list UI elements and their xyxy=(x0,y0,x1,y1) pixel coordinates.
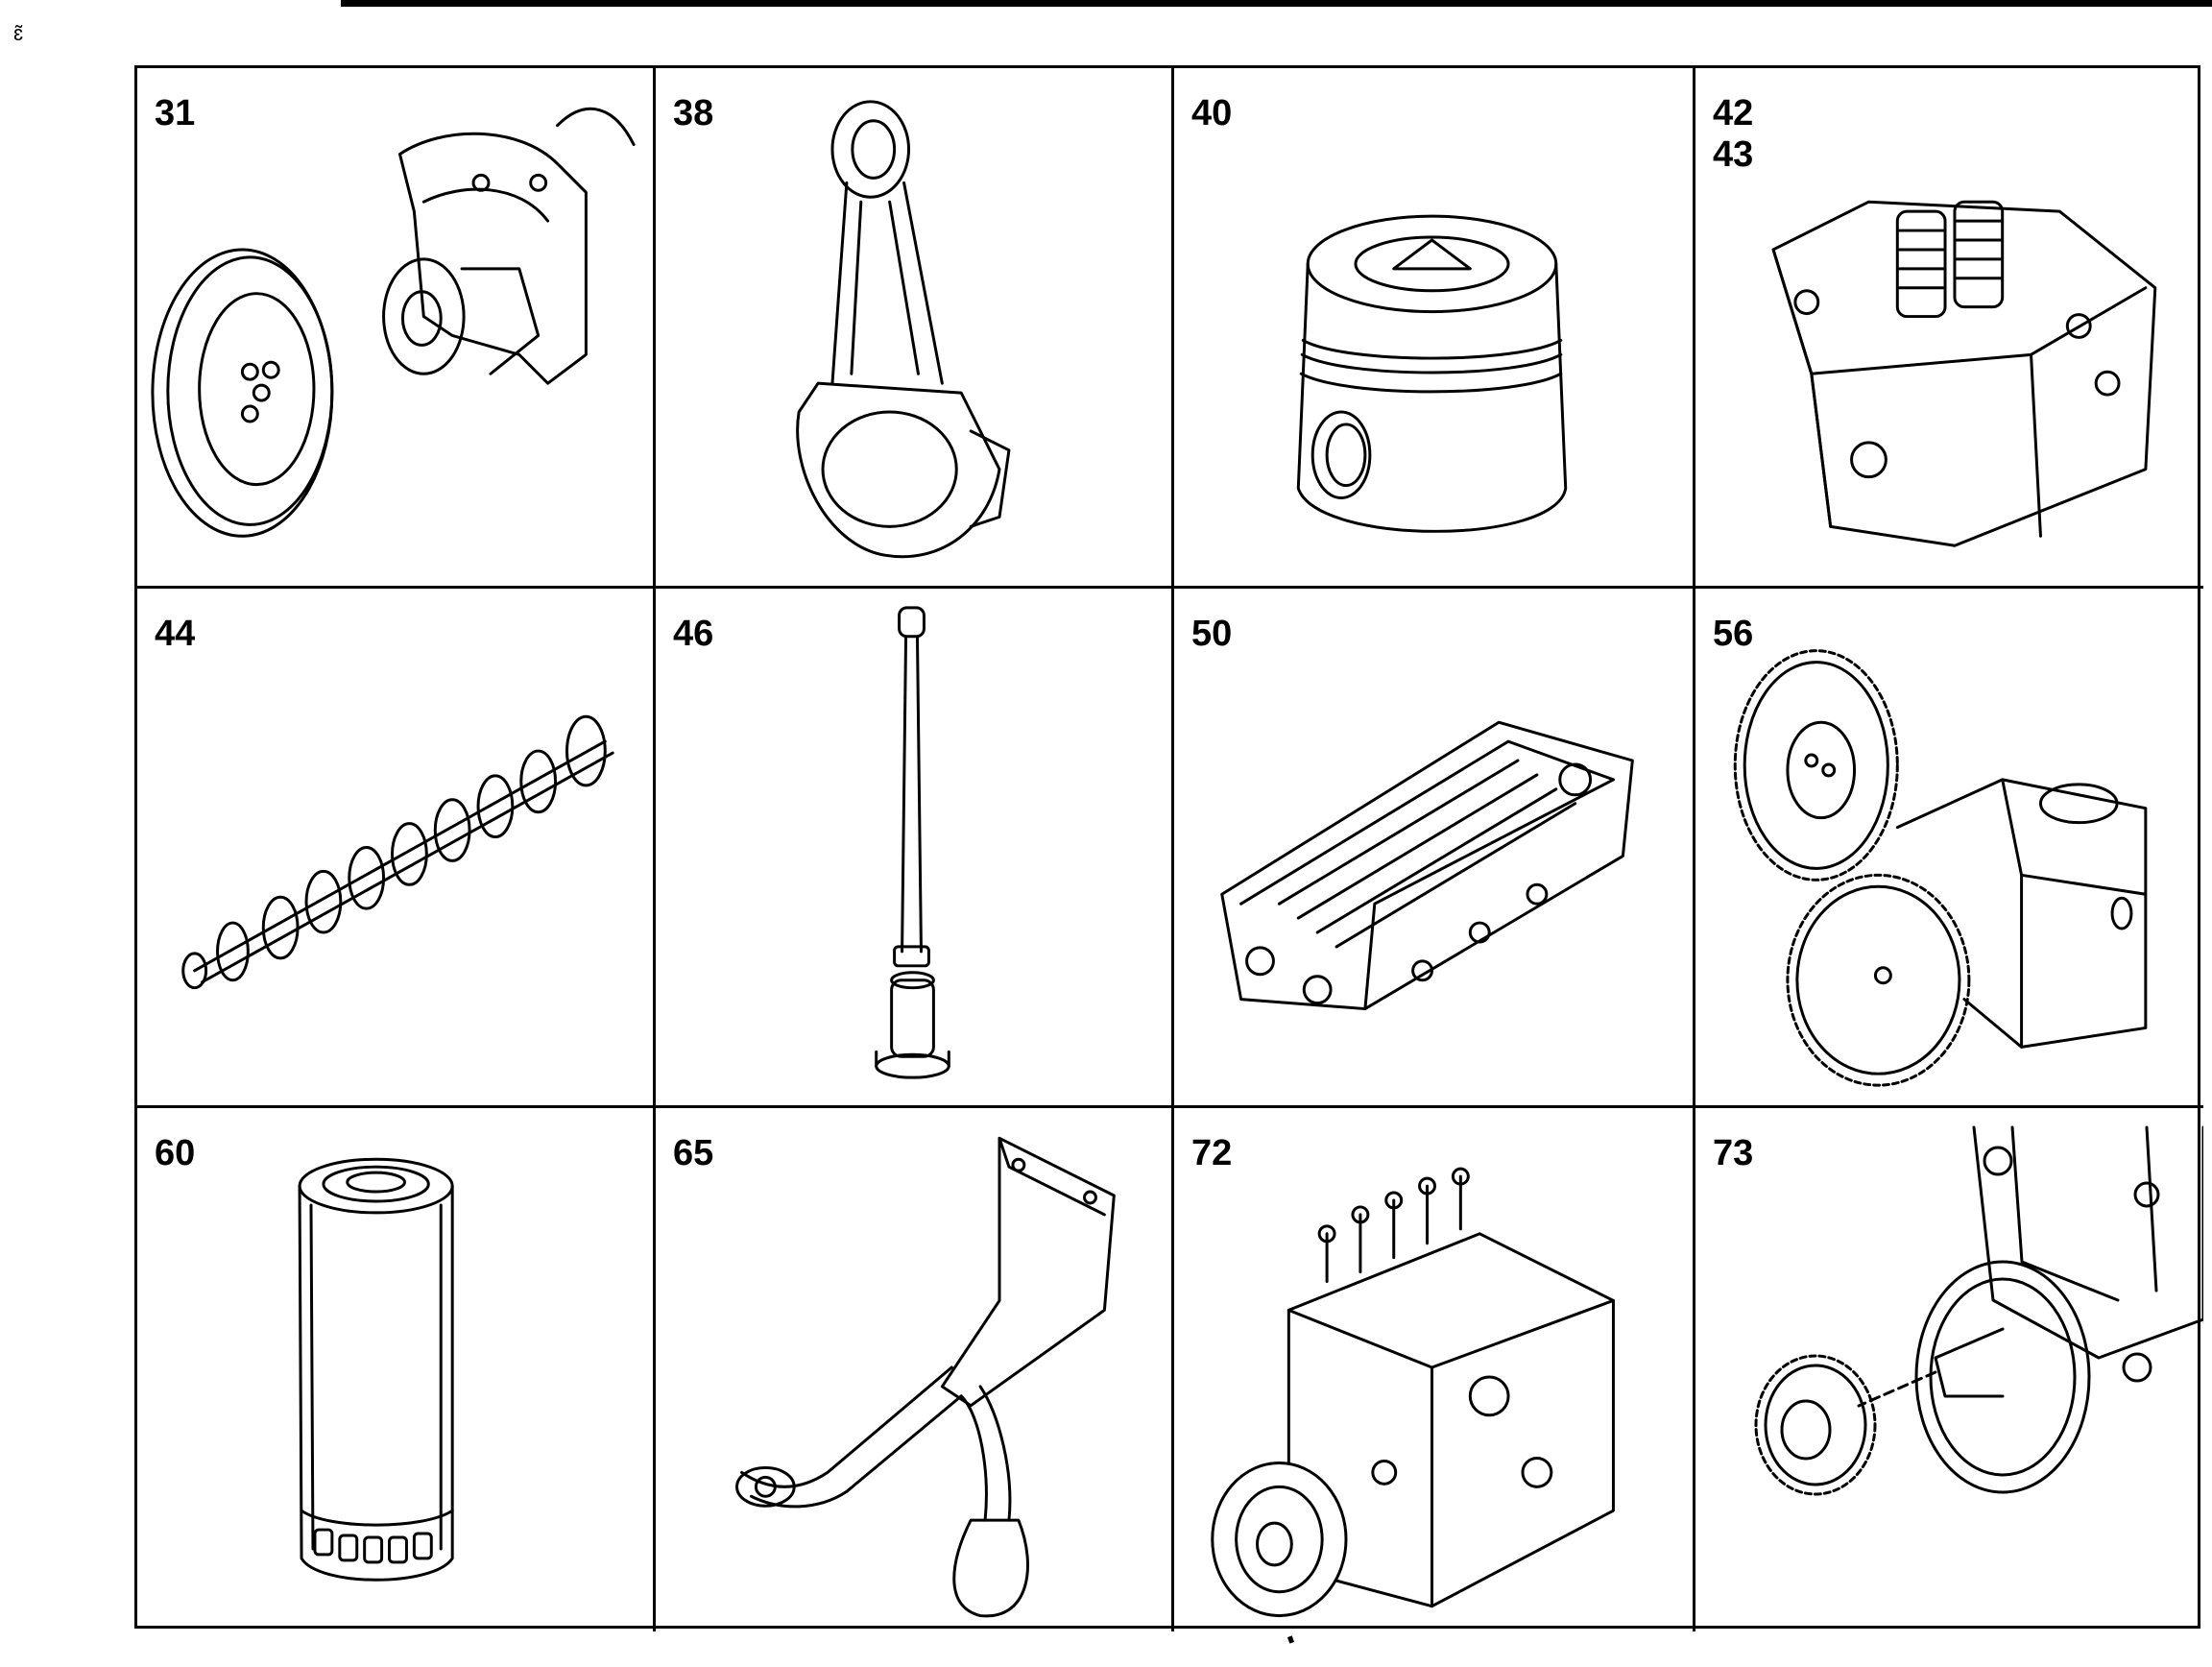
part-cell-40: 40 xyxy=(1174,68,1695,589)
cylinder-head-icon xyxy=(1771,200,2157,547)
part-cell-73: 73 xyxy=(1695,1108,2203,1631)
part-cell-65: 65 xyxy=(656,1108,1174,1631)
part-cell-60: 60 xyxy=(137,1108,656,1631)
part-cell-56: 56 xyxy=(1695,589,2203,1108)
scan-mark xyxy=(1286,1635,1295,1644)
part-cell-38: 38 xyxy=(656,68,1174,589)
part-cell-50: 50 xyxy=(1174,589,1695,1108)
part-number: 73 xyxy=(1713,1133,1754,1173)
injection-pump-icon xyxy=(1211,1167,1615,1618)
oil-filter-icon xyxy=(298,1157,454,1582)
camshaft-icon xyxy=(181,714,614,990)
oil-cooler-icon xyxy=(1220,720,1634,1011)
top-rule xyxy=(341,0,2212,7)
part-number: 31 xyxy=(155,93,196,133)
part-cell-46: 46 xyxy=(656,589,1174,1108)
part-cell-72: 72 xyxy=(1174,1108,1695,1631)
part-number: 65 xyxy=(673,1133,714,1173)
parts-grid: 31 38 40 xyxy=(134,65,2203,1631)
part-number: 72 xyxy=(1191,1133,1233,1173)
part-cell-44: 44 xyxy=(137,589,656,1108)
oil-pump-gears-icon xyxy=(1733,649,2148,1087)
oil-pickup-tube-icon xyxy=(735,1136,1116,1618)
part-number: 46 xyxy=(673,614,714,654)
pump-drive-gear-icon xyxy=(1754,1125,2203,1496)
margin-mark: ɛ̃ xyxy=(13,21,24,45)
part-number: 44 xyxy=(155,614,196,654)
crankshaft-icon xyxy=(151,107,636,538)
part-number: 50 xyxy=(1191,614,1233,654)
part-cell-31: 31 xyxy=(137,68,656,589)
part-number: 60 xyxy=(155,1133,196,1173)
pushrod-tappet-icon xyxy=(875,606,950,1079)
part-number: 40 xyxy=(1191,93,1233,133)
connecting-rod-icon xyxy=(796,100,1011,559)
part-number: 56 xyxy=(1713,614,1754,654)
piston-icon xyxy=(1296,214,1568,533)
part-number: 38 xyxy=(673,93,714,133)
